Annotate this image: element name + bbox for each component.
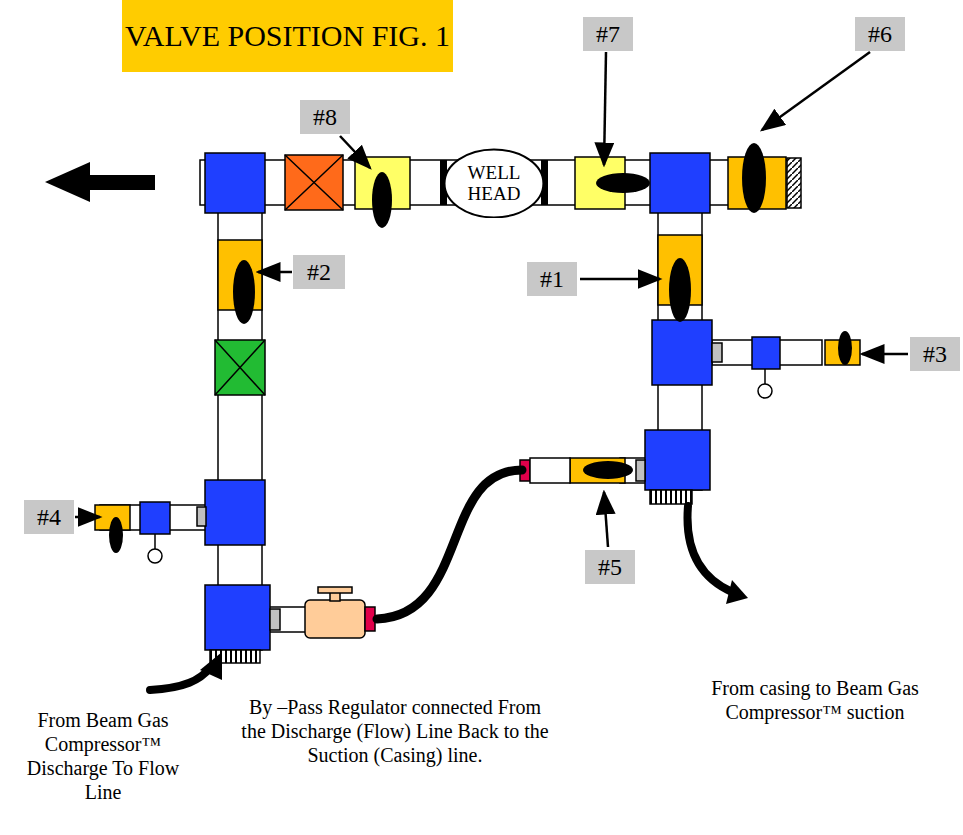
diagram-title: VALVE POSITION FIG. 1 <box>122 0 453 72</box>
leader-lines-part <box>258 271 292 274</box>
fittings-part <box>752 337 780 369</box>
note-text: From Beam Gas Compressor™ Discharge To F… <box>18 708 188 804</box>
valve-handles-part <box>233 260 255 324</box>
hose-and-flow-arrows-part <box>150 668 210 690</box>
valves-part <box>215 340 265 395</box>
fittings-part <box>140 502 170 534</box>
fittings-part <box>205 153 265 213</box>
valve-handles-part <box>596 173 650 193</box>
fittings-part <box>197 507 206 526</box>
pipes <box>100 160 822 650</box>
fittings-part <box>758 384 772 398</box>
callout-number: #8 <box>300 100 350 134</box>
leader-lines-part <box>75 516 100 519</box>
note-text: From casing to Beam Gas Compressor™ suct… <box>700 676 930 724</box>
fittings-part <box>645 430 710 490</box>
valve-handles-part <box>838 331 852 365</box>
hose-and-flow-arrows <box>150 470 732 690</box>
fittings-part <box>787 158 801 208</box>
callout-number: #3 <box>910 337 960 371</box>
hose-and-flow-arrows-part <box>377 470 522 619</box>
pipes-part <box>265 607 310 632</box>
valve-handles-part <box>372 172 392 228</box>
wellhead-circle: WELL HEAD <box>443 148 545 219</box>
valve-handles-part <box>669 258 691 322</box>
callout-number: #4 <box>24 500 74 534</box>
fittings-part <box>650 153 710 213</box>
fittings-part <box>650 490 692 504</box>
flow-arrow <box>45 162 155 202</box>
callout-number: #5 <box>585 550 635 584</box>
callout-number: #1 <box>527 262 577 296</box>
flow-arrow-part <box>45 162 155 202</box>
pipes-part <box>218 200 262 650</box>
node-text: WELL HEAD <box>463 162 525 204</box>
leader-lines-part <box>762 52 870 130</box>
fittings-part <box>205 480 265 545</box>
leader-lines-part <box>340 136 370 168</box>
fittings-part <box>652 320 712 385</box>
hose-and-flow-arrows-part <box>688 506 732 592</box>
node-text-holder: WELL HEAD <box>463 162 525 204</box>
leader-lines-part <box>580 278 660 281</box>
flow-arrowheads <box>200 580 748 680</box>
fittings-part <box>205 585 270 650</box>
callout-number: #2 <box>293 255 345 289</box>
leader-lines-part <box>604 492 608 547</box>
fittings-part <box>764 369 766 384</box>
valves-part <box>285 155 343 210</box>
leader-lines-part <box>604 52 606 165</box>
valve-handles-part <box>742 143 766 213</box>
valves-part <box>305 600 365 638</box>
leader-lines-part <box>862 353 908 356</box>
valves <box>95 155 860 638</box>
valve-handles-part <box>109 517 123 553</box>
fittings-part <box>154 534 156 549</box>
fittings-part <box>636 460 645 481</box>
callout-number: #6 <box>855 17 905 51</box>
flow-arrowheads-part <box>726 580 748 604</box>
fittings <box>140 153 801 663</box>
valves-part <box>318 587 352 593</box>
callout-number: #7 <box>583 17 633 51</box>
fittings-part <box>270 609 280 630</box>
valves-part <box>530 458 570 483</box>
fittings-part <box>712 343 722 362</box>
flow-arrowheads-part <box>200 652 222 680</box>
valve-handles-part <box>583 461 633 479</box>
leader-lines <box>75 52 908 547</box>
valves-part <box>285 155 343 210</box>
fittings-part <box>148 549 162 563</box>
note-text: By –Pass Regulator connected From the Di… <box>240 695 550 767</box>
valves-part <box>215 340 265 395</box>
